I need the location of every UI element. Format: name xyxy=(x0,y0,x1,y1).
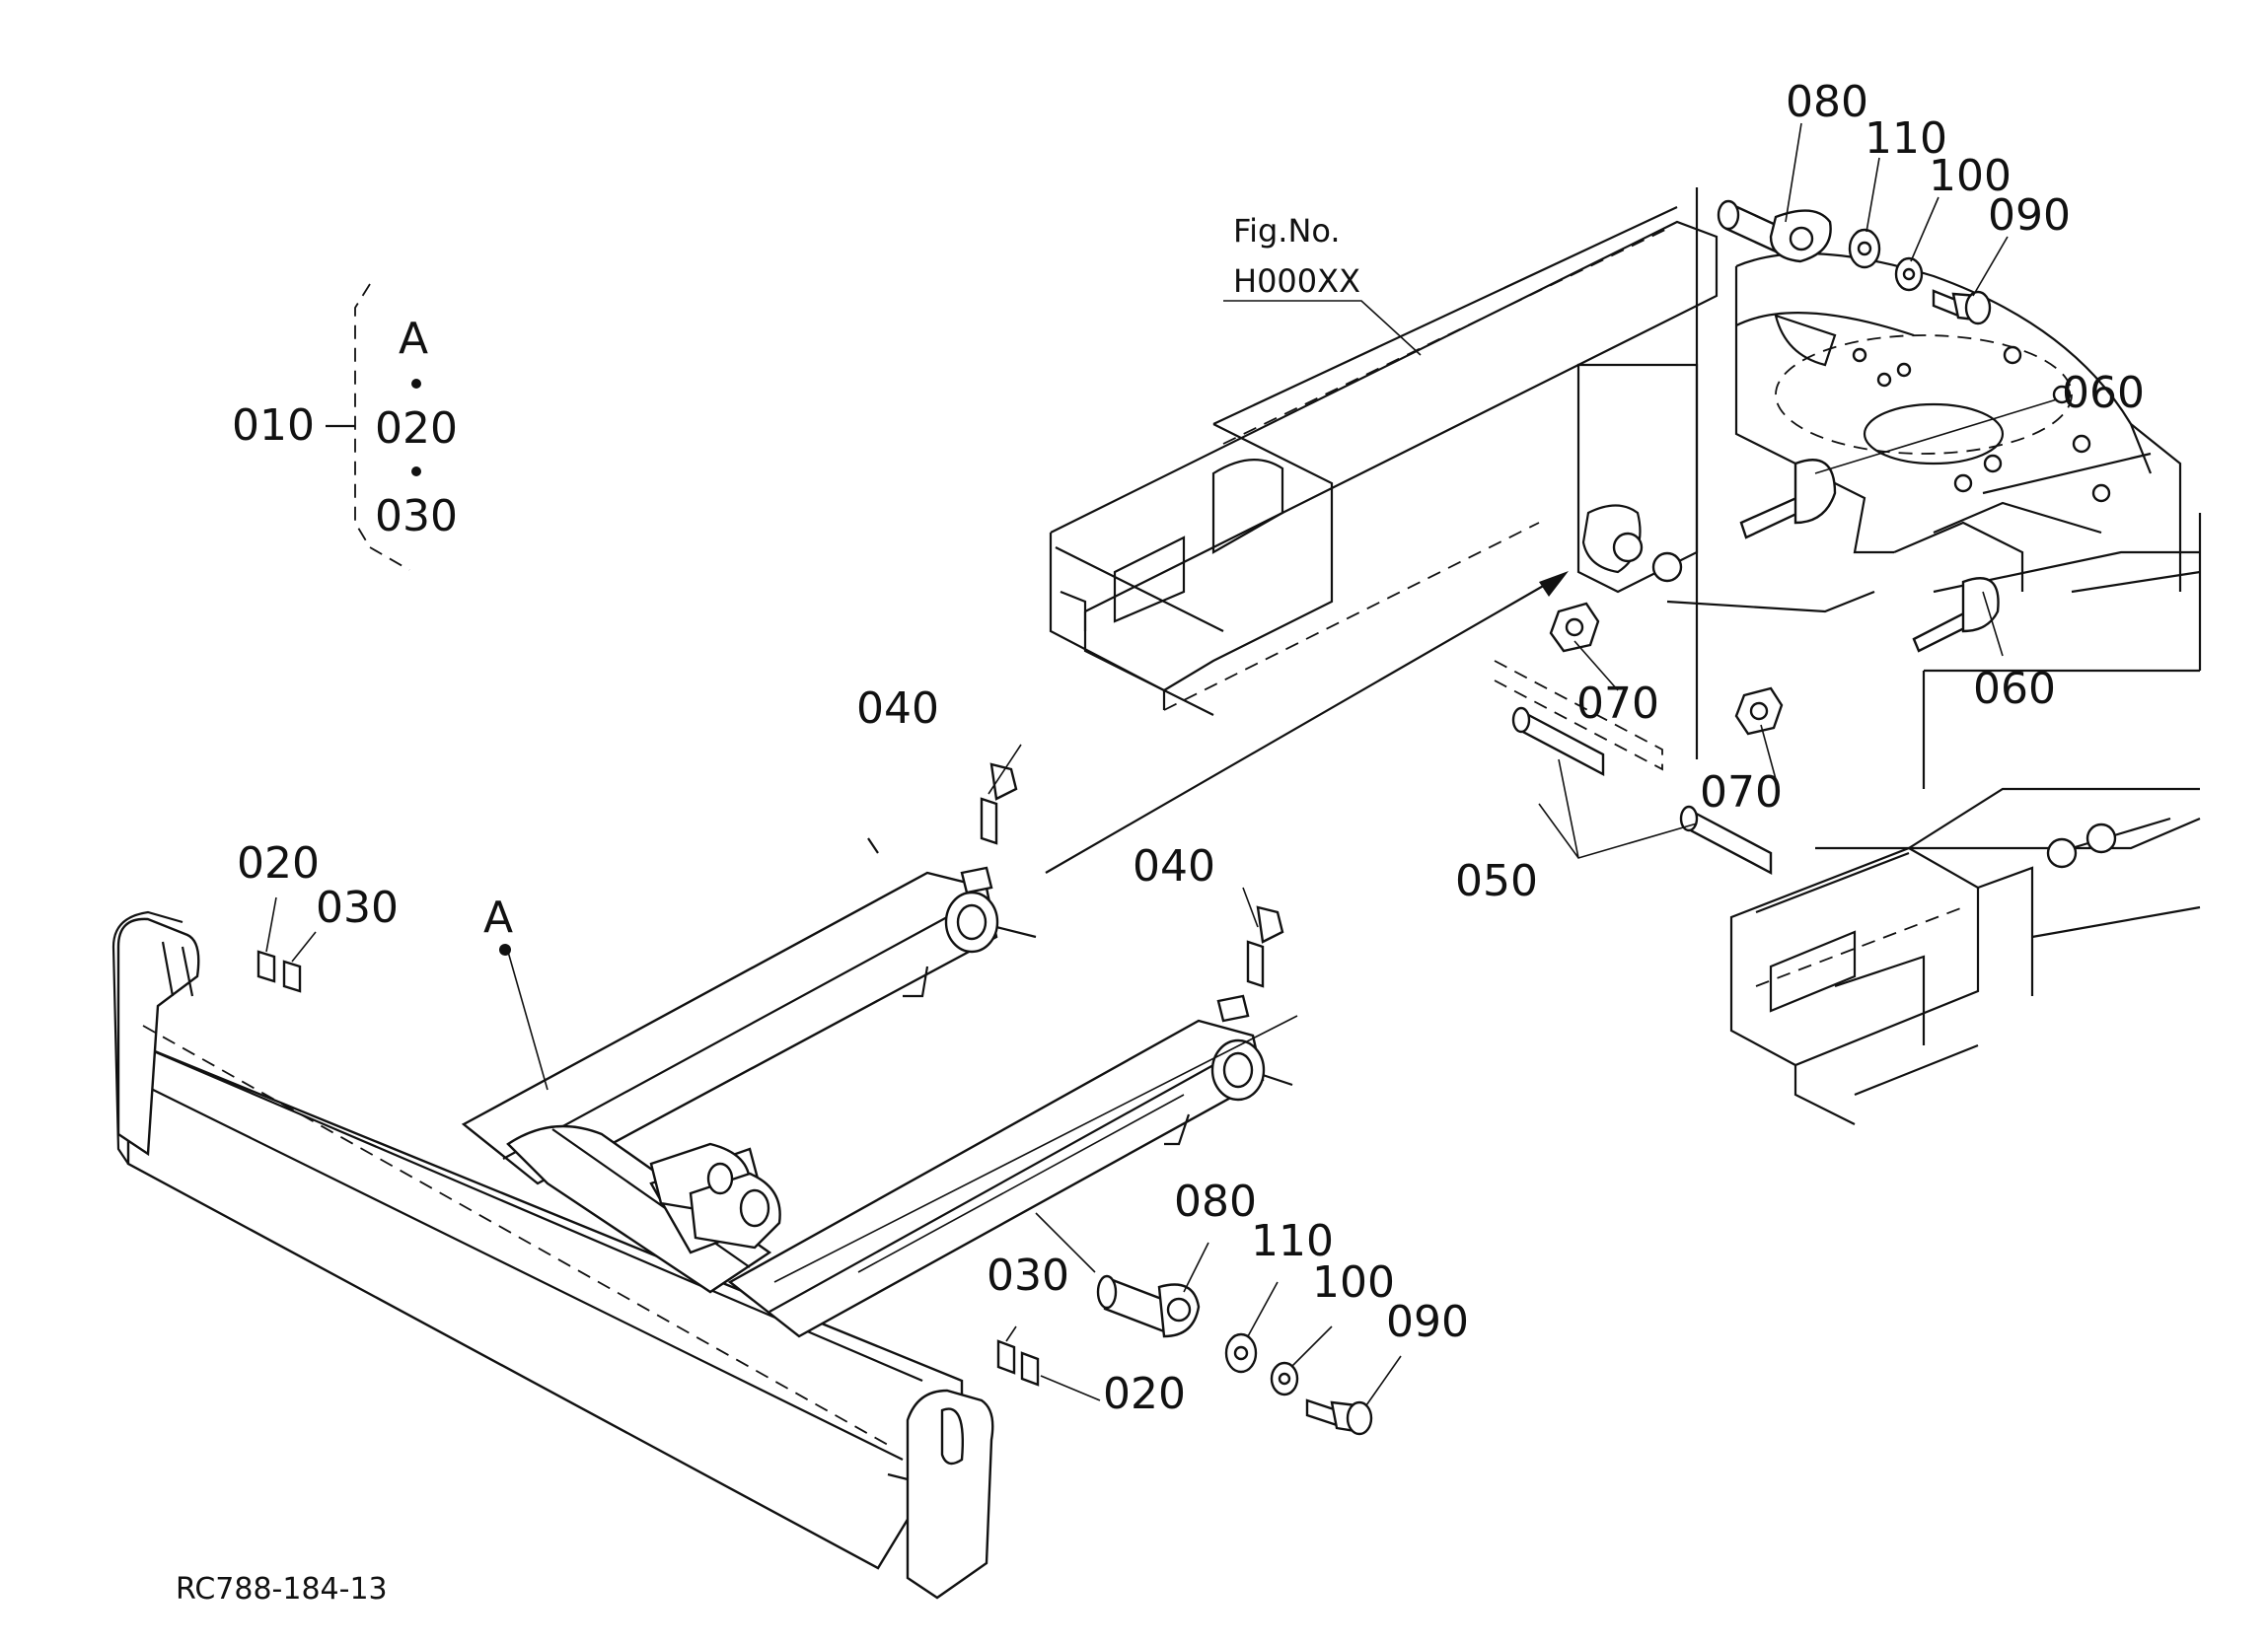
callout-030-right: 030 xyxy=(987,1251,1069,1301)
legend-parent-label: 010 xyxy=(232,400,315,451)
leader-lines xyxy=(265,122,2058,1406)
callout-060-lower: 060 xyxy=(1973,664,2056,714)
upper-pivot-hardware xyxy=(1494,199,2000,875)
callout-100-bottom: 100 xyxy=(1312,1257,1395,1308)
callout-030-left: 030 xyxy=(316,883,399,933)
dozer-blade-assembly xyxy=(111,762,1373,1600)
callout-detail-a-dot xyxy=(499,944,511,956)
callout-labels: 080 110 100 090 060 060 070 070 050 040 … xyxy=(237,77,2145,1419)
callout-060-upper: 060 xyxy=(2062,368,2145,418)
legend-dot-2 xyxy=(411,466,421,476)
legend-subpart-020: 020 xyxy=(375,403,458,454)
legend-subpart-030: 030 xyxy=(375,491,458,541)
callout-070-upper: 070 xyxy=(1576,679,1659,729)
callout-110-bottom: 110 xyxy=(1251,1216,1334,1266)
callout-110-top: 110 xyxy=(1865,113,1947,164)
callout-070-lower: 070 xyxy=(1700,767,1783,818)
callout-080-top: 080 xyxy=(1786,77,1868,127)
callout-040-right: 040 xyxy=(1133,841,1215,892)
callout-100-top: 100 xyxy=(1929,151,2012,201)
fig-no-value: H000XX xyxy=(1233,262,1360,300)
assembly-direction-arrow xyxy=(1045,571,1569,874)
callout-020-right: 020 xyxy=(1103,1369,1186,1419)
tractor-front-frame xyxy=(1049,187,2202,1125)
callout-080-bottom: 080 xyxy=(1174,1177,1257,1227)
callout-040-left: 040 xyxy=(856,683,939,734)
assembly-legend: 010 A 020 030 xyxy=(232,283,458,571)
callout-090-bottom: 090 xyxy=(1386,1297,1469,1347)
legend-subpart-a: A xyxy=(399,314,428,364)
legend-dot-1 xyxy=(411,379,421,389)
callout-020-left: 020 xyxy=(237,838,320,889)
fig-no-label: Fig.No. xyxy=(1233,212,1341,250)
callout-detail-a: A xyxy=(483,893,513,943)
figure-reference: Fig.No. H000XX xyxy=(1223,212,1422,356)
drawing-code: RC788-184-13 xyxy=(176,1572,388,1607)
callout-050: 050 xyxy=(1455,856,1538,906)
callout-090-top: 090 xyxy=(1988,190,2071,241)
